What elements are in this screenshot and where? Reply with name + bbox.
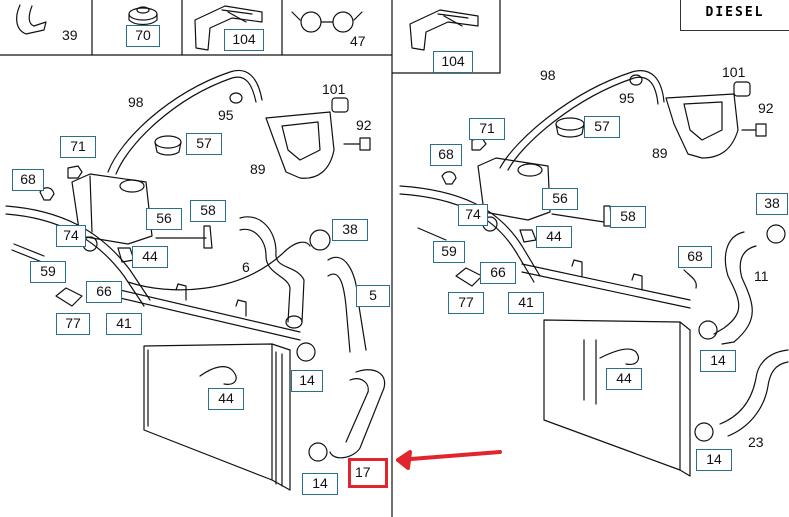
part-label-47: 47 (350, 33, 366, 49)
part-label-98: 98 (128, 94, 144, 110)
grommet-70-icon (128, 6, 158, 26)
part-box-104-right[interactable]: 104 (433, 51, 473, 73)
part-label-101: 101 (322, 81, 346, 97)
part-box-66[interactable]: 66 (86, 281, 122, 303)
part-box-44-top[interactable]: 44 (132, 246, 168, 268)
part-box-104[interactable]: 104 (224, 29, 264, 51)
part-box-77[interactable]: 77 (56, 313, 90, 335)
part-label-92: 92 (356, 117, 372, 133)
part-box-44-right-lower[interactable]: 44 (606, 368, 642, 390)
part-label-39: 39 (62, 27, 78, 43)
part-box-14-right-upper[interactable]: 14 (700, 350, 736, 372)
part-box-68-right-lower[interactable]: 68 (678, 246, 712, 268)
part-box-5[interactable]: 5 (356, 285, 390, 307)
part-box-44-right-top[interactable]: 44 (536, 226, 572, 248)
part-label-6: 6 (242, 259, 250, 275)
part-box-74-right[interactable]: 74 (458, 204, 488, 226)
part-box-68-right[interactable]: 68 (430, 144, 462, 166)
part-label-95: 95 (218, 107, 234, 123)
highlight-box-17[interactable]: 17 (348, 458, 388, 488)
part-box-56-right[interactable]: 56 (542, 188, 578, 210)
part-label-89: 89 (250, 161, 266, 177)
part-box-58[interactable]: 58 (190, 200, 226, 222)
part-box-41-right[interactable]: 41 (508, 292, 544, 314)
part-box-59[interactable]: 59 (30, 261, 66, 283)
part-box-71[interactable]: 71 (60, 136, 96, 158)
part-label-23: 23 (748, 434, 764, 450)
part-box-70[interactable]: 70 (126, 25, 160, 47)
part-box-41[interactable]: 41 (106, 313, 142, 335)
part-label-95-right: 95 (619, 90, 635, 106)
part-box-44-lower[interactable]: 44 (208, 388, 244, 410)
clamp-47-icon (291, 11, 363, 33)
part-label-92-right: 92 (758, 100, 774, 116)
part-box-38[interactable]: 38 (332, 219, 368, 241)
clip-39-icon (16, 4, 47, 35)
bracket-104-icon (194, 5, 263, 51)
part-box-14-upper[interactable]: 14 (291, 370, 323, 392)
part-box-58-right[interactable]: 58 (610, 206, 646, 228)
part-label-11: 11 (754, 268, 769, 284)
part-label-98-right: 98 (540, 67, 556, 83)
part-box-56[interactable]: 56 (146, 208, 182, 230)
part-label-101-right: 101 (722, 64, 746, 80)
part-box-57-right[interactable]: 57 (584, 116, 620, 138)
frame-lines (0, 0, 501, 517)
part-label-17: 17 (355, 464, 371, 480)
part-box-77-right[interactable]: 77 (448, 292, 484, 314)
part-box-38-right[interactable]: 38 (756, 193, 788, 215)
diesel-label: DIESEL (680, 0, 789, 31)
part-box-14-lower[interactable]: 14 (302, 473, 338, 495)
part-label-89-right: 89 (652, 145, 668, 161)
part-box-71-right[interactable]: 71 (469, 118, 505, 140)
callout-arrow (396, 450, 502, 470)
part-box-74[interactable]: 74 (56, 225, 86, 247)
part-box-14-right-lower[interactable]: 14 (696, 449, 732, 471)
part-box-66-right[interactable]: 66 (480, 262, 516, 284)
part-box-59-right[interactable]: 59 (433, 241, 465, 263)
bracket-104-right-icon (409, 9, 479, 51)
part-box-57[interactable]: 57 (186, 133, 222, 155)
part-box-68[interactable]: 68 (12, 169, 44, 191)
